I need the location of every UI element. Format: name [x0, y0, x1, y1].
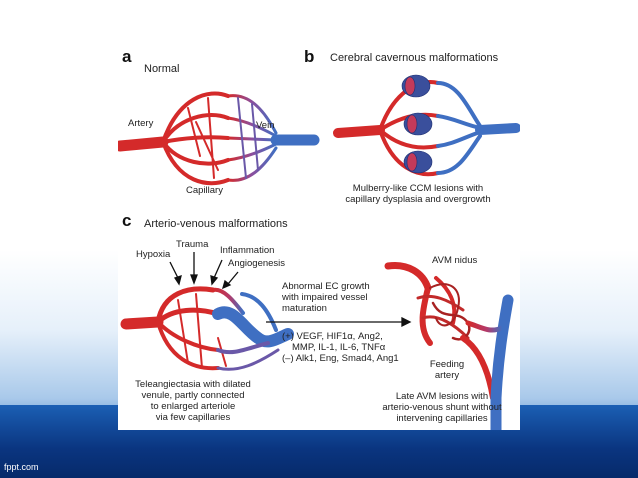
ccm-caption: Mulberry-like CCM lesions with capillary…	[340, 183, 496, 206]
factors-line-2: MMP, IL-1, IL-6, TNFα	[292, 341, 386, 353]
ccm-caption-line-2: capillary dysplasia and overgrowth	[345, 193, 491, 205]
right-caption-line-3: intervening capillaries	[396, 412, 488, 424]
left-caption-line-1: Teleangiectasia with dilated	[135, 379, 251, 390]
process-arrow	[266, 316, 412, 328]
artery-label: Artery	[128, 118, 154, 129]
late-avm-caption: Late AVM lesions with arterio-venous shu…	[364, 391, 520, 425]
left-caption-line-2: venule, partly connected	[141, 389, 245, 401]
left-caption-line-4: via few capillaries	[155, 411, 231, 423]
feeding-artery-line-2: artery	[434, 369, 460, 381]
ccm-lesions	[401, 74, 433, 174]
left-caption-line-3: to enlarged arteriole	[150, 400, 236, 412]
right-caption-line-1: Late AVM lesions with	[395, 391, 489, 402]
avm-nidus-label: AVM nidus	[432, 255, 478, 266]
trauma-label: Trauma	[176, 239, 209, 250]
panel-b-letter: b	[304, 47, 315, 66]
vascular-diagrams	[118, 91, 320, 186]
teleangiectasia-caption: Teleangiectasia with dilated venule, par…	[118, 379, 268, 424]
capillary-label: Capillary	[186, 185, 223, 196]
ccm-diagram	[333, 74, 520, 177]
factors-line-1: (+) VEGF, HIF1α, Ang2,	[282, 331, 383, 342]
avm-diagram	[120, 252, 514, 430]
panel-c-letter: c	[122, 211, 132, 230]
panel-a-title: Normal	[144, 63, 180, 75]
factors-line-3: (–) Alk1, Eng, Smad4, Ang1	[282, 352, 399, 364]
feeding-artery-line-1: Feeding	[429, 359, 465, 370]
trigger-arrows	[169, 252, 239, 290]
process-line-3: maturation	[282, 302, 327, 314]
ccm-caption-line-1: Mulberry-like CCM lesions with	[352, 183, 484, 194]
vein-label: Vein	[256, 120, 275, 131]
watermark-text: fppt.com	[4, 462, 39, 472]
hypoxia-label: Hypoxia	[136, 249, 171, 260]
inflammation-label: Inflammation	[220, 245, 275, 256]
teleangiectasia-network	[120, 286, 294, 371]
feeding-artery-label: Feeding artery	[422, 359, 472, 382]
process-line-2: with impaired vessel	[282, 291, 368, 303]
process-text: Abnormal EC growth with impaired vessel …	[282, 281, 370, 315]
panel-b-title: Cerebral cavernous malformations	[330, 52, 499, 64]
avm-nidus-network	[384, 261, 514, 430]
panel-c-title: Arterio-venous malformations	[144, 218, 288, 230]
factors-text: (+) VEGF, HIF1α, Ang2, MMP, IL-1, IL-6, …	[282, 331, 399, 365]
normal-vessel-network	[118, 91, 320, 186]
figure-panel: a Normal	[118, 38, 520, 430]
panel-a-letter: a	[122, 47, 132, 66]
right-caption-line-2: arterio-venous shunt without	[382, 401, 502, 413]
angiogenesis-label: Angiogenesis	[228, 258, 286, 269]
process-line-1: Abnormal EC growth	[282, 281, 370, 292]
